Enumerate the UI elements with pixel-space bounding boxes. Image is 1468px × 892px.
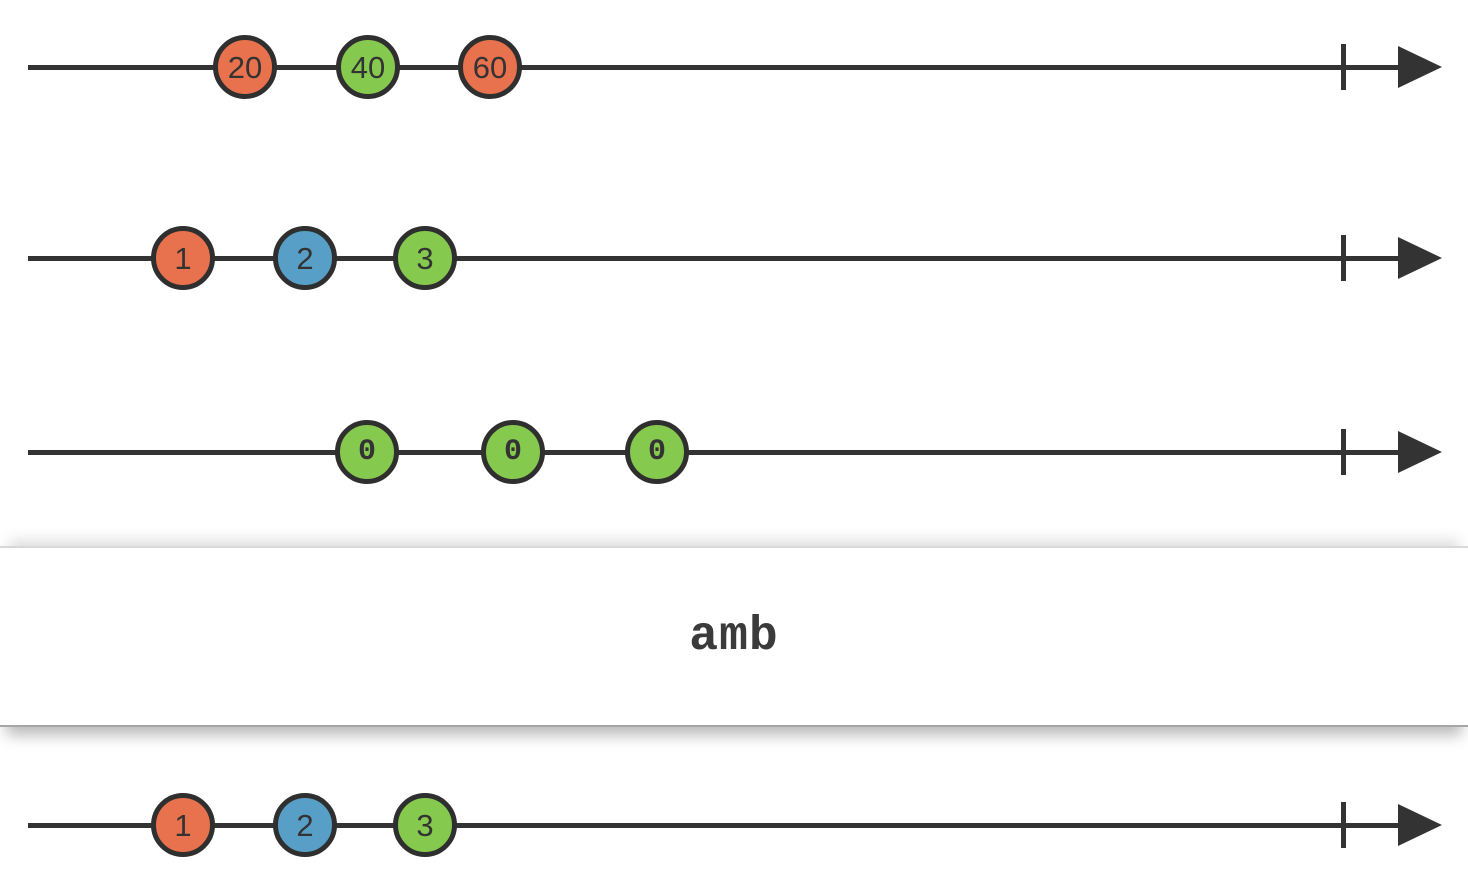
marble[interactable]: 1 <box>151 226 215 290</box>
operator-box: amb <box>0 546 1468 727</box>
completion-tick[interactable] <box>1340 235 1346 281</box>
timeline-line <box>28 449 1412 455</box>
marble[interactable]: 40 <box>336 35 400 99</box>
marble[interactable]: 0 <box>625 420 689 484</box>
marble[interactable]: 20 <box>213 35 277 99</box>
marble[interactable]: 3 <box>393 226 457 290</box>
timeline-arrow-icon <box>1398 431 1442 473</box>
operator-label: amb <box>689 609 779 664</box>
timeline-arrow-icon <box>1398 804 1442 846</box>
timeline-line <box>28 255 1412 261</box>
completion-tick[interactable] <box>1340 429 1346 475</box>
marble[interactable]: 1 <box>151 793 215 857</box>
timeline-arrow-icon <box>1398 237 1442 279</box>
marble[interactable]: 2 <box>273 793 337 857</box>
completion-tick[interactable] <box>1340 44 1346 90</box>
timeline-line <box>28 822 1412 828</box>
timeline-line <box>28 64 1412 70</box>
marble[interactable]: 0 <box>481 420 545 484</box>
marble[interactable]: 0 <box>335 420 399 484</box>
timeline-arrow-icon <box>1398 46 1442 88</box>
marble[interactable]: 3 <box>393 793 457 857</box>
marble[interactable]: 2 <box>273 226 337 290</box>
completion-tick[interactable] <box>1340 802 1346 848</box>
marble[interactable]: 60 <box>458 35 522 99</box>
